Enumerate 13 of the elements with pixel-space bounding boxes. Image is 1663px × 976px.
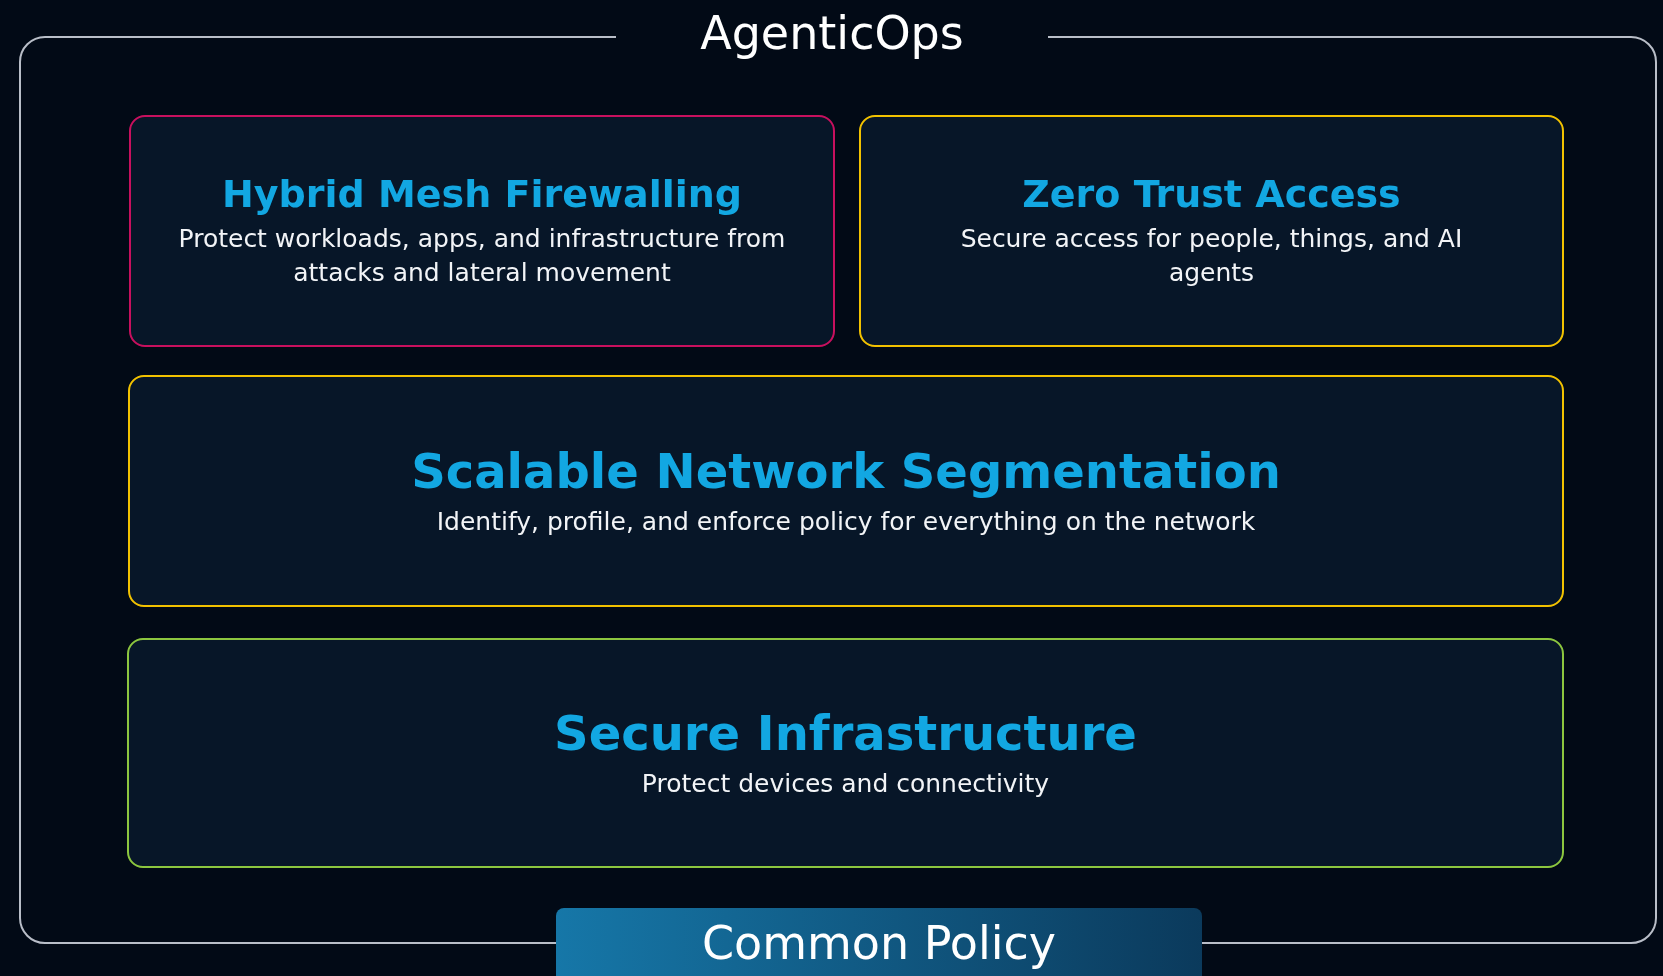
capability-card <box>129 115 835 347</box>
card-description: Protect devices and connectivity <box>641 768 1050 801</box>
card-heading: Zero Trust Access <box>1022 172 1401 217</box>
card-description: Secure access for people, things, and AI agents <box>959 223 1464 289</box>
capability-card <box>859 115 1564 347</box>
capability-card <box>128 375 1564 607</box>
capability-card <box>127 638 1564 868</box>
policy-bar: Common Policy <box>556 908 1202 976</box>
card-heading: Secure Infrastructure <box>554 705 1137 762</box>
card-description: Protect workloads, apps, and infrastructure from attacks and lateral movement <box>177 223 787 289</box>
card-heading: Scalable Network Segmentation <box>411 443 1281 500</box>
card-description: Identify, profile, and enforce policy for everything on the network <box>436 506 1256 539</box>
card-heading: Hybrid Mesh Firewalling <box>221 172 742 217</box>
